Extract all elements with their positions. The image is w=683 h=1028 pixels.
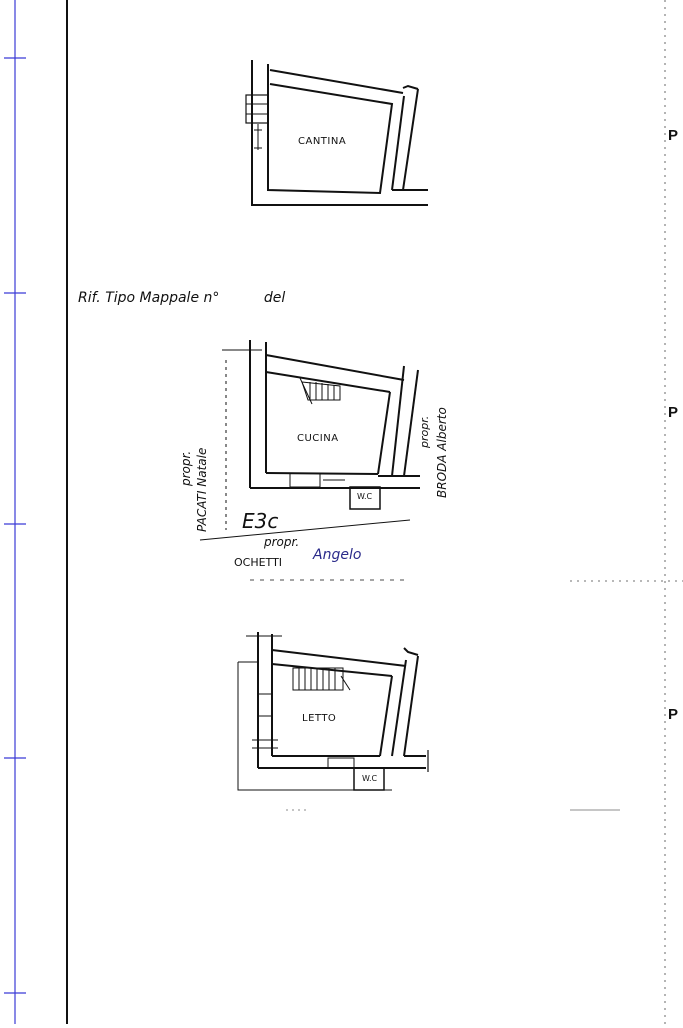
neighbor-left-prefix: propr. — [179, 451, 193, 487]
neighbor-left-name: PACATI Natale — [195, 448, 209, 532]
stairs-letto — [292, 667, 351, 691]
plan-cantina — [245, 60, 428, 206]
neighbor-right-prefix: propr. — [418, 416, 431, 449]
stairs-cucina — [299, 377, 341, 405]
neighbor-bottom-code: E3c — [242, 509, 278, 533]
left-margin — [4, 0, 26, 1024]
room-label-cantina: CANTINA — [298, 136, 346, 147]
wc-label-letto: W.C — [362, 774, 378, 783]
neighbor-bottom-prefix: propr. — [263, 535, 299, 549]
neighbor-bottom-name: OCHETTI — [234, 556, 282, 569]
room-label-cucina: CUCINA — [297, 433, 339, 444]
neighbor-right-name: BRODA Alberto — [435, 407, 449, 498]
plan-cucina — [199, 340, 420, 541]
reference-text: Rif. Tipo Mappale n° del — [78, 290, 285, 306]
edge-mark-1: P — [668, 127, 678, 144]
room-label-letto: LETTO — [302, 713, 336, 724]
edge-mark-3: P — [668, 706, 678, 723]
wc-label-cucina: W.C — [357, 492, 373, 501]
edge-mark-2: P — [668, 404, 678, 421]
right-border — [570, 0, 683, 1024]
neighbor-bottom-name-blue: Angelo — [312, 547, 361, 563]
plan-letto — [237, 632, 429, 791]
